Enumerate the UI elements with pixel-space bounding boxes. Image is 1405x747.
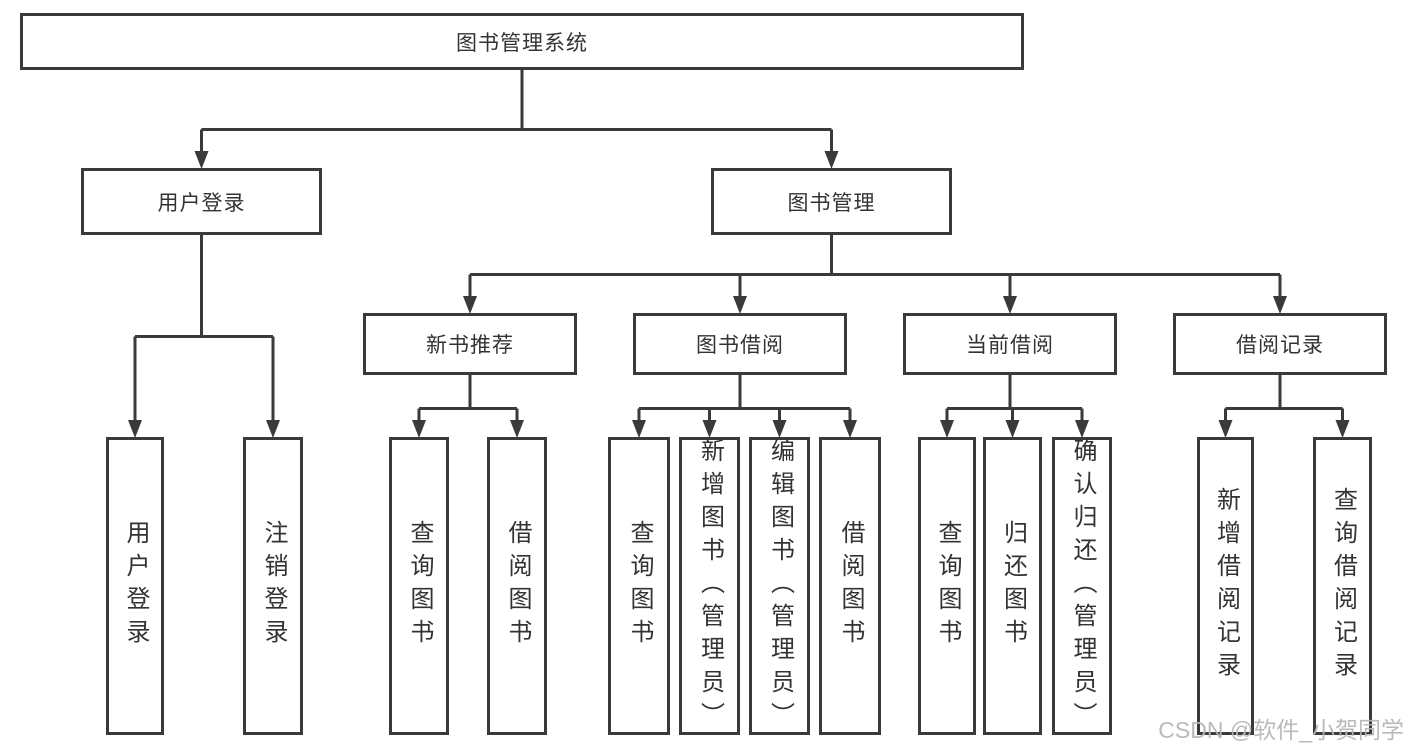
node-label: 借阅记录 (1236, 334, 1324, 357)
leaf-query-books-recommend: 查询图书 (389, 437, 449, 735)
leaf-label: 确认归还（管理员） (1069, 437, 1096, 735)
leaf-query-borrow-record: 查询借阅记录 (1313, 437, 1372, 735)
node-label: 新书推荐 (426, 334, 514, 357)
leaf-label: 查询借阅记录 (1329, 487, 1357, 685)
leaf-label: 用户登录 (122, 520, 149, 652)
leaf-label: 新增借阅记录 (1212, 487, 1240, 685)
node-book-management: 图书管理 (711, 168, 952, 235)
node-label: 当前借阅 (966, 334, 1054, 357)
arrowheads (128, 151, 1350, 438)
node-new-book-recommend: 新书推荐 (363, 313, 577, 375)
node-borrow-records: 借阅记录 (1173, 313, 1387, 375)
csdn-watermark: CSDN @软件_小贺同学 (1158, 717, 1404, 743)
leaf-label: 编辑图书（管理员） (766, 437, 794, 735)
leaf-query-books-borrow: 查询图书 (608, 437, 670, 735)
leaf-label: 新增图书（管理员） (696, 437, 724, 735)
node-current-borrow: 当前借阅 (903, 313, 1117, 375)
leaf-label: 查询图书 (406, 520, 433, 652)
node-label: 图书管理系统 (456, 31, 588, 55)
leaf-return-books: 归还图书 (983, 437, 1042, 735)
leaf-label: 注销登录 (260, 520, 287, 652)
leaf-label: 借阅图书 (504, 520, 531, 652)
leaf-label: 归还图书 (999, 520, 1027, 652)
leaf-user-login: 用户登录 (106, 437, 164, 735)
node-label: 用户登录 (157, 191, 246, 215)
leaf-add-borrow-record: 新增借阅记录 (1197, 437, 1254, 735)
node-library-management-system: 图书管理系统 (20, 13, 1024, 70)
leaf-query-books-current: 查询图书 (918, 437, 976, 735)
leaf-confirm-return-admin: 确认归还（管理员） (1052, 437, 1112, 735)
leaf-logout: 注销登录 (243, 437, 303, 735)
leaf-borrow-books: 借阅图书 (819, 437, 881, 735)
leaf-label: 查询图书 (626, 520, 653, 652)
leaf-label: 查询图书 (934, 520, 961, 652)
node-user-login: 用户登录 (81, 168, 322, 235)
leaf-borrow-books-recommend: 借阅图书 (487, 437, 547, 735)
leaf-add-books-admin: 新增图书（管理员） (679, 437, 740, 735)
leaf-label: 借阅图书 (837, 520, 864, 652)
leaf-edit-books-admin: 编辑图书（管理员） (749, 437, 810, 735)
node-label: 图书借阅 (696, 334, 784, 357)
node-book-borrow: 图书借阅 (633, 313, 847, 375)
node-label: 图书管理 (787, 191, 876, 215)
